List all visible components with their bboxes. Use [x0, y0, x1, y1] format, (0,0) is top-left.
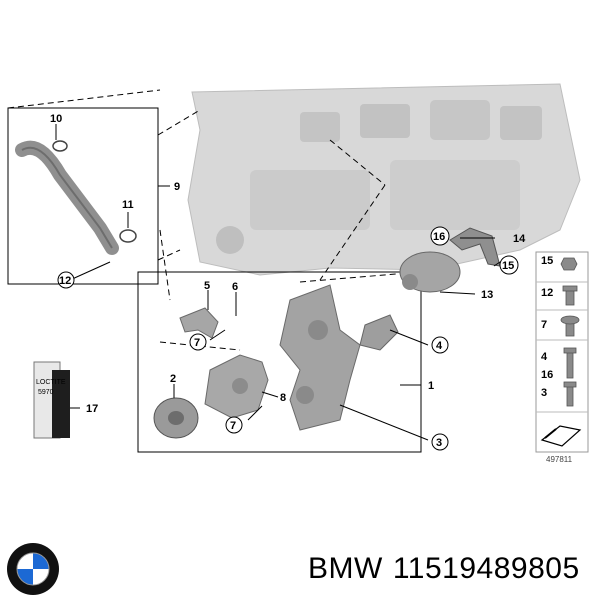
callout-7-upper: 7 — [194, 337, 200, 349]
callout-14: 14 — [513, 233, 526, 245]
small-bracket — [359, 314, 399, 351]
coolant-pipe — [15, 140, 119, 255]
bracket-housing — [279, 284, 361, 431]
pipe-group-frame — [7, 107, 159, 285]
sealant-label-1: LOCTITE — [36, 379, 66, 386]
electric-pump — [399, 251, 461, 293]
callout-15-circled: 15 — [502, 260, 514, 272]
solid-leaders — [55, 124, 501, 441]
callout-1: 1 — [428, 380, 434, 392]
callout-16-circled: 16 — [433, 231, 445, 243]
callout-8: 8 — [280, 392, 286, 404]
fastener-legend: 15 12 7 4 16 3 497811 — [535, 251, 589, 464]
part-number: 11519489805 — [392, 552, 580, 585]
legend-label-7: 7 — [541, 319, 547, 331]
callout-3-circled: 3 — [436, 437, 442, 449]
legend-label-15: 15 — [541, 255, 553, 267]
diagram-image-number: 497811 — [546, 455, 573, 464]
sealant-label-2: 5970 — [38, 389, 54, 396]
main-assembly-frame — [137, 271, 422, 453]
brand-name: BMW — [308, 552, 383, 585]
callout-9: 9 — [174, 181, 180, 193]
callout-6: 6 — [232, 281, 238, 293]
callout-5: 5 — [204, 280, 210, 292]
engine-block-illustration — [187, 83, 581, 276]
pulley — [153, 397, 199, 439]
legend-label-3: 3 — [541, 387, 547, 399]
callout-2: 2 — [170, 373, 176, 385]
legend-label-16: 16 — [541, 369, 553, 381]
callout-7-lower: 7 — [230, 420, 236, 432]
thermostat-elbow — [179, 307, 219, 339]
o-ring-10 — [52, 140, 68, 152]
callout-17: 17 — [86, 403, 98, 415]
water-pump — [204, 354, 269, 419]
callout-10: 10 — [50, 113, 62, 125]
callout-4-circled: 4 — [436, 340, 443, 352]
sealant-tube: LOCTITE 5970 — [33, 361, 70, 439]
callout-12-circled: 12 — [59, 275, 71, 287]
o-ring-11 — [119, 229, 137, 243]
legend-label-4: 4 — [541, 351, 548, 363]
footer-caption: BMW 11519489805 — [308, 552, 580, 586]
bmw-logo — [6, 542, 60, 596]
legend-label-12: 12 — [541, 287, 553, 299]
callout-13: 13 — [481, 289, 493, 301]
callout-11: 11 — [122, 199, 134, 211]
